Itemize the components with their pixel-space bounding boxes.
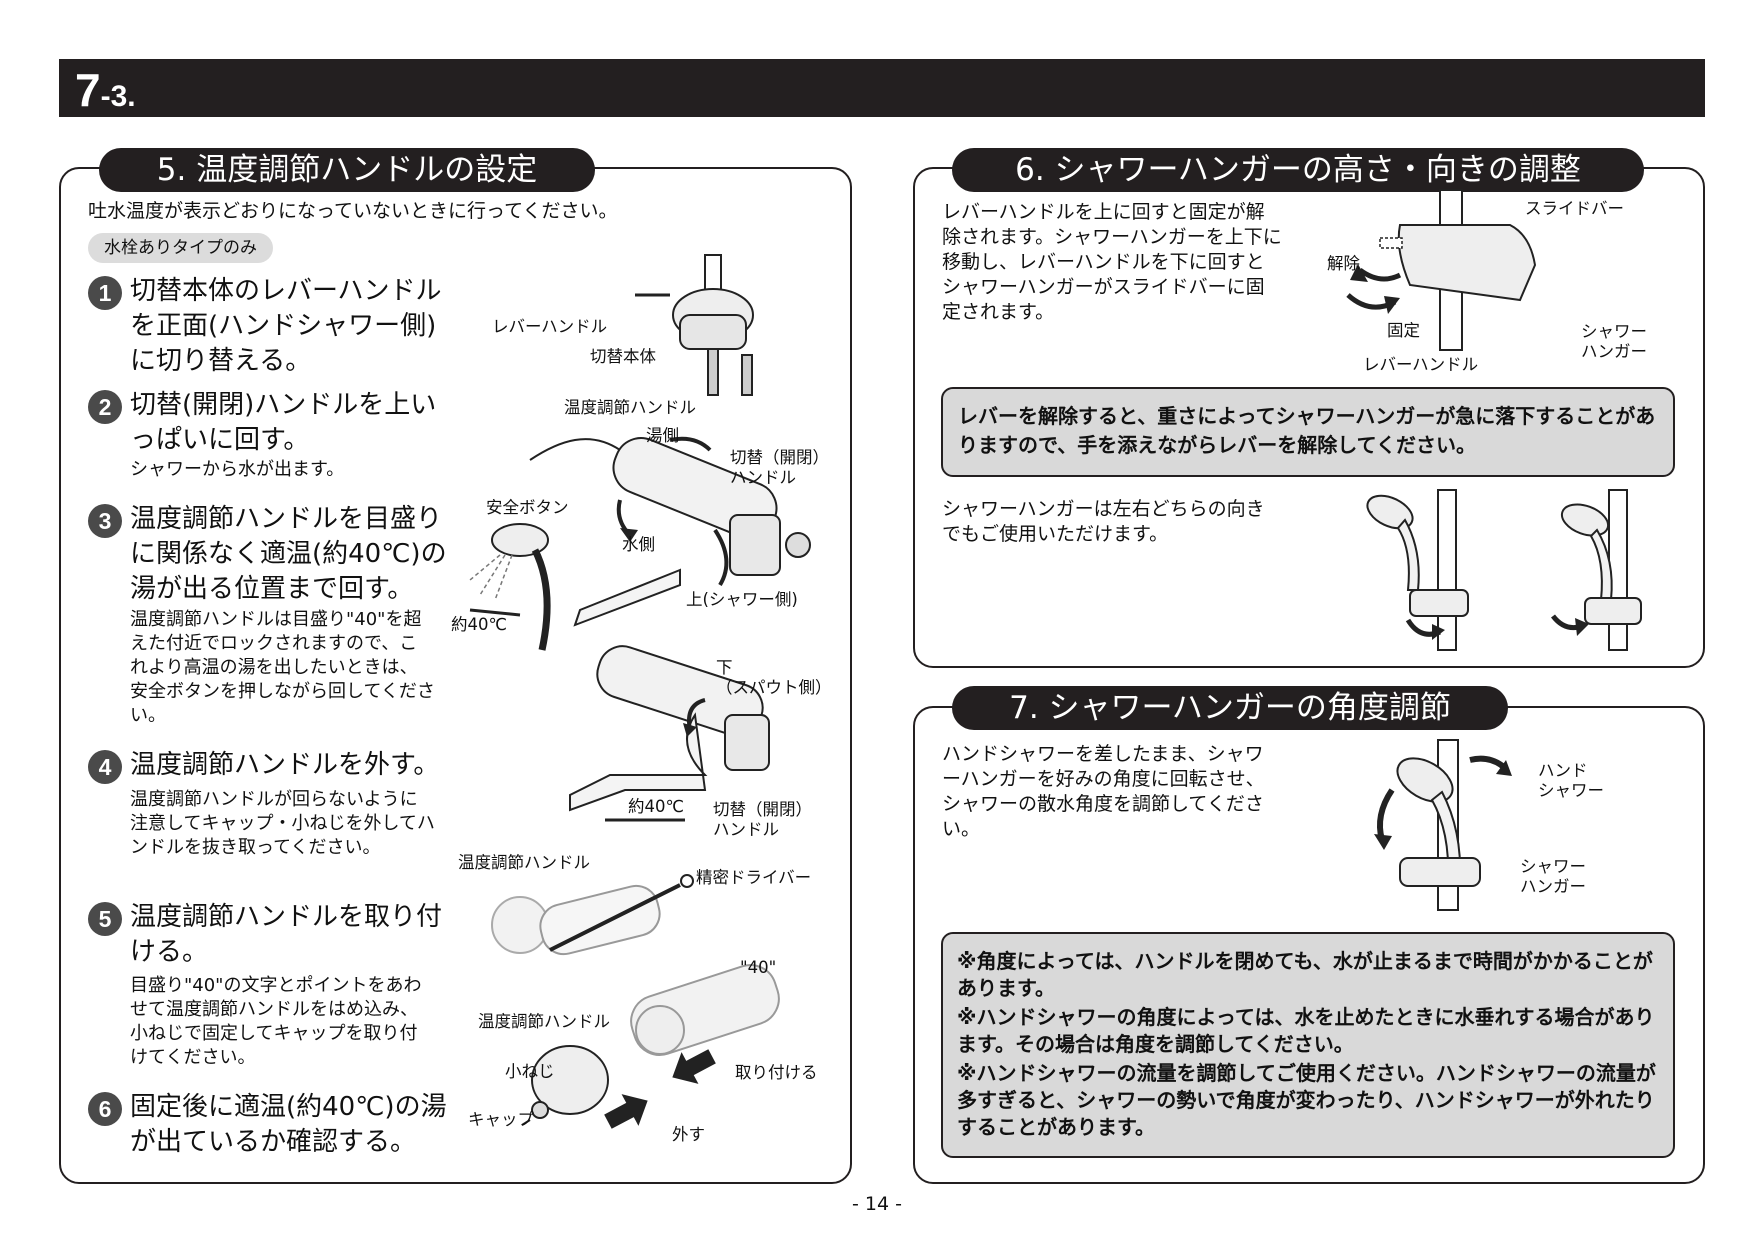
label-temp-approx-2: 約40℃ bbox=[628, 797, 684, 817]
label-precision-driver: 精密ドライバー bbox=[696, 868, 811, 888]
panel7-note-1: ※角度によっては、ハンドルを閉めても、水が止まるまで時間がかかることがあります。 bbox=[957, 948, 1663, 1002]
panel6-instruction: レバーハンドルを上に回すと固定が解除されます。シャワーハンガーを上下に移動し、レ… bbox=[942, 200, 1282, 325]
panel6-title: 6. シャワーハンガーの高さ・向きの調整 bbox=[952, 148, 1644, 192]
step-description: 目盛り"40"の文字とポイントをあわせて温度調節ハンドルをはめ込み、小ねじで固定… bbox=[130, 974, 435, 1070]
label-lever-handle: レバーハンドル bbox=[492, 317, 607, 337]
step-description: シャワーから水が出ます。 bbox=[130, 458, 435, 482]
section-number: 7-3. bbox=[75, 63, 136, 117]
step-number: 5 bbox=[88, 902, 122, 936]
step-number: 6 bbox=[88, 1092, 122, 1126]
page-number: - 14 - bbox=[0, 1193, 1754, 1215]
label-cap: キャップ bbox=[468, 1110, 534, 1130]
label-switch-handle-2: 切替（開閉） ハンドル bbox=[713, 800, 812, 840]
label-up-shower-side: 上(シャワー側) bbox=[686, 590, 798, 610]
panel7-note-3: ※ハンドシャワーの流量を調節してご使用ください。ハンドシャワーの流量が多すぎると… bbox=[957, 1060, 1663, 1141]
label-temp-approx-1: 約40℃ bbox=[451, 615, 507, 635]
step-title: 温度調節ハンドルを目盛りに関係なく適温(約40℃)の湯が出る位置まで回す。 bbox=[130, 502, 460, 607]
label-temp-handle-3: 温度調節ハンドル bbox=[478, 1012, 610, 1032]
panel6-warning-text: レバーを解除すると、重さによってシャワーハンガーが急に落下することがありますので… bbox=[958, 402, 1658, 460]
panel5-badge: 水栓ありタイプのみ bbox=[88, 233, 273, 263]
step-number: 2 bbox=[88, 390, 122, 424]
label-switch-handle-1: 切替（開閉） ハンドル bbox=[730, 448, 829, 488]
label-release: 解除 bbox=[1327, 254, 1360, 274]
label-remove: 外す bbox=[672, 1125, 705, 1145]
step-description: 温度調節ハンドルは目盛り"40"を超えた付近でロックされますので、これより高温の… bbox=[130, 608, 435, 728]
label-switch-body: 切替本体 bbox=[590, 347, 656, 367]
label-safety-button: 安全ボタン bbox=[486, 498, 569, 518]
label-mark-40: "40" bbox=[740, 958, 776, 978]
label-hot-side: 湯側 bbox=[646, 426, 679, 446]
label-shower-hanger-p7: シャワー ハンガー bbox=[1520, 857, 1586, 897]
label-temp-handle-1: 温度調節ハンドル bbox=[564, 398, 696, 418]
panel7-note-2: ※ハンドシャワーの角度によっては、水を止めたときに水垂れする場合があります。その… bbox=[957, 1004, 1663, 1058]
label-attach: 取り付ける bbox=[735, 1063, 818, 1083]
label-down-spout-side: 下 （スパウト側） bbox=[716, 658, 832, 698]
handle-attach-illustration bbox=[520, 960, 800, 1130]
label-fix: 固定 bbox=[1387, 321, 1420, 341]
panel5-title: 5. 温度調節ハンドルの設定 bbox=[99, 148, 595, 192]
section-header-bar: 7-3. bbox=[59, 59, 1705, 117]
step-description: 温度調節ハンドルが回らないように注意してキャップ・小ねじを外してハンドルを抜き取… bbox=[130, 788, 435, 860]
label-lever-handle-p6: レバーハンドル bbox=[1363, 355, 1478, 375]
step-title: 切替(開閉)ハンドルを上いっぱいに回す。 bbox=[130, 388, 460, 458]
step-title: 温度調節ハンドルを外す。 bbox=[130, 748, 490, 783]
step-number: 3 bbox=[88, 504, 122, 538]
step-title: 固定後に適温(約40℃)の湯が出ているか確認する。 bbox=[130, 1090, 460, 1160]
label-small-screw: 小ねじ bbox=[505, 1062, 555, 1082]
panel6-orientation-text: シャワーハンガーは左右どちらの向きでもご使用いただけます。 bbox=[942, 497, 1282, 547]
panel7-instruction: ハンドシャワーを差したまま、シャワーハンガーを好みの角度に回転させ、シャワーの散… bbox=[942, 742, 1282, 842]
panel7-title: 7. シャワーハンガーの角度調節 bbox=[952, 686, 1508, 730]
faucet-switch-body-illustration bbox=[640, 255, 780, 395]
step-title: 温度調節ハンドルを取り付ける。 bbox=[130, 900, 460, 970]
label-slide-bar: スライドバー bbox=[1525, 199, 1624, 219]
label-cold-side: 水側 bbox=[622, 535, 655, 555]
panel6-warning: レバーを解除すると、重さによってシャワーハンガーが急に落下することがありますので… bbox=[941, 387, 1675, 477]
label-temp-handle-2: 温度調節ハンドル bbox=[458, 853, 590, 873]
hanger-angle-illustration bbox=[1370, 740, 1520, 910]
panel7-notes: ※角度によっては、ハンドルを閉めても、水が止まるまで時間がかかることがあります。… bbox=[941, 932, 1675, 1158]
panel5-intro: 吐水温度が表示どおりになっていないときに行ってください。 bbox=[88, 199, 688, 224]
hanger-orientation-right-illustration bbox=[1545, 490, 1675, 650]
step-number: 1 bbox=[88, 276, 122, 310]
step-title: 切替本体のレバーハンドルを正面(ハンドシャワー側)に切り替える。 bbox=[130, 274, 460, 379]
step-number: 4 bbox=[88, 750, 122, 784]
hanger-orientation-left-illustration bbox=[1360, 490, 1490, 650]
label-shower-hanger-p6: シャワー ハンガー bbox=[1581, 322, 1647, 362]
label-hand-shower: ハンド シャワー bbox=[1538, 761, 1604, 801]
